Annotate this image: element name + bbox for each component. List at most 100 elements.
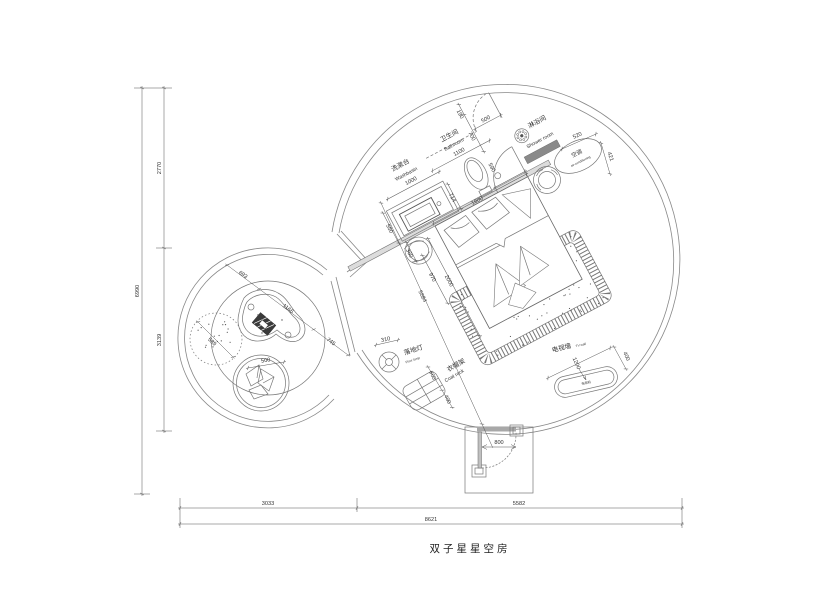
toilet bbox=[463, 157, 493, 198]
dim-2770-3139-line bbox=[161, 86, 167, 433]
dim-3033-5582-line bbox=[178, 505, 684, 511]
dim-8621: 8621 bbox=[425, 517, 437, 523]
blanket-fold-3 bbox=[508, 282, 537, 309]
dim-970-line bbox=[420, 253, 450, 305]
tv-leader-arrow bbox=[578, 368, 587, 381]
label-tv-wall-en: TV wall bbox=[575, 342, 586, 348]
shower-shelf bbox=[523, 139, 561, 165]
dim-660-400-line bbox=[425, 365, 455, 409]
table-tray bbox=[251, 312, 277, 336]
entrance: 800 bbox=[464, 424, 534, 494]
dim-421-line bbox=[598, 141, 613, 176]
label-shower-cn: 淋浴间 bbox=[526, 113, 547, 130]
shower-head-icon bbox=[514, 128, 530, 144]
dim-400-tv: 400 bbox=[621, 351, 630, 362]
blanket-fold-1 bbox=[493, 263, 527, 308]
dim-1800: 1800 bbox=[470, 196, 484, 207]
dim-310-line bbox=[373, 337, 401, 348]
bedroom-bathroom-group: 洗漱台 Washbasin 1000 550 卫生间 Bathroom 1100… bbox=[347, 91, 612, 366]
ac-unit-oval bbox=[554, 138, 602, 174]
dim-745: 745 bbox=[325, 337, 336, 347]
dim-800: 800 bbox=[494, 440, 503, 446]
washbasin-counter bbox=[385, 180, 460, 242]
dim-2000: 2000 bbox=[443, 274, 454, 288]
label-tv-wall-cn: 电视墙 bbox=[551, 341, 573, 355]
dim-500-chair: 500 bbox=[261, 357, 271, 365]
dim-190: 190 bbox=[455, 109, 465, 120]
dim-310: 310 bbox=[381, 336, 391, 344]
dim-500-door: 500 bbox=[481, 115, 492, 125]
dim-550-line bbox=[380, 211, 401, 245]
floor-lamp: 310 落地灯 Floor lamp bbox=[373, 336, 425, 373]
dim-500-door-line bbox=[473, 113, 503, 132]
dim-6990: 6990 bbox=[135, 285, 141, 297]
dim-1800-line bbox=[431, 171, 529, 226]
small-circle-outer-wall bbox=[177, 247, 335, 429]
stool bbox=[403, 236, 433, 265]
entrance-threshold bbox=[477, 427, 516, 432]
platform-hatch bbox=[450, 231, 611, 364]
dim-5684-line bbox=[378, 201, 494, 448]
faucet bbox=[436, 201, 442, 206]
dim-590: 590 bbox=[486, 162, 496, 173]
big-circle-outer-wall bbox=[331, 84, 681, 435]
entrance-porch bbox=[464, 426, 534, 494]
dim-970: 970 bbox=[427, 272, 437, 283]
dim-800-line bbox=[481, 444, 517, 450]
door-stop-post-inner bbox=[474, 467, 484, 475]
dim-700: 700 bbox=[466, 131, 476, 142]
dim-3139: 3139 bbox=[157, 334, 163, 346]
small-room-inner-circle bbox=[210, 280, 326, 396]
dim-8621-line bbox=[178, 521, 684, 527]
tv-wall-outer bbox=[554, 366, 618, 398]
bed bbox=[434, 176, 583, 330]
lounge-room: 589 500 693 1166 745 bbox=[189, 263, 351, 412]
dim-2000-line bbox=[425, 236, 483, 338]
dim-693-1166-745-line bbox=[224, 263, 351, 357]
pillow-right bbox=[471, 196, 510, 230]
dim-5684: 5684 bbox=[416, 290, 427, 304]
blanket-corner-fold bbox=[501, 188, 532, 219]
dim-550: 550 bbox=[384, 223, 394, 234]
dim-190-700-line bbox=[456, 102, 486, 154]
label-floor-lamp-cn: 落地灯 bbox=[403, 342, 425, 357]
kidney-table bbox=[237, 289, 306, 342]
corridor-wall bbox=[330, 276, 356, 357]
entry-door-leaf bbox=[477, 431, 482, 469]
platform-dots bbox=[459, 236, 604, 356]
fan-coil-outer bbox=[533, 166, 561, 194]
small-circle-inner-wall bbox=[184, 253, 330, 422]
dim-1200: 1200 bbox=[571, 357, 582, 371]
door-knob-symbol bbox=[494, 172, 502, 180]
dim-1000-line bbox=[385, 169, 441, 202]
beanbag: 589 bbox=[189, 312, 243, 366]
fan-coil-inner bbox=[538, 171, 556, 189]
door-hinge-post bbox=[509, 424, 524, 437]
label-floor-lamp-en: Floor lamp bbox=[405, 356, 421, 365]
dim-589: 589 bbox=[206, 337, 217, 348]
dim-1000: 1000 bbox=[404, 176, 418, 187]
dim-714: 714 bbox=[447, 192, 457, 203]
shower-room bbox=[426, 91, 530, 159]
dim-1200-line bbox=[546, 345, 612, 381]
left-dimensions: 6990 2770 3139 bbox=[134, 86, 172, 496]
dim-6990-line bbox=[139, 86, 145, 496]
dim-400-rack: 400 bbox=[442, 394, 451, 405]
dim-693: 693 bbox=[237, 270, 248, 280]
dim-1100-line bbox=[430, 138, 492, 173]
dim-3033: 3033 bbox=[262, 501, 274, 507]
entry-door-swing bbox=[481, 431, 517, 469]
pillow-left bbox=[443, 214, 480, 248]
dim-2770: 2770 bbox=[157, 162, 163, 174]
door-hinge-post-inner bbox=[512, 426, 521, 435]
dim-590-line bbox=[493, 169, 527, 190]
sink bbox=[398, 196, 441, 232]
dim-421: 421 bbox=[606, 151, 615, 162]
dim-520-line bbox=[560, 131, 598, 152]
dim-360-line bbox=[404, 240, 419, 263]
dim-400-tv-line bbox=[611, 345, 629, 371]
dim-520: 520 bbox=[572, 131, 583, 140]
dim-1100: 1100 bbox=[453, 147, 466, 158]
